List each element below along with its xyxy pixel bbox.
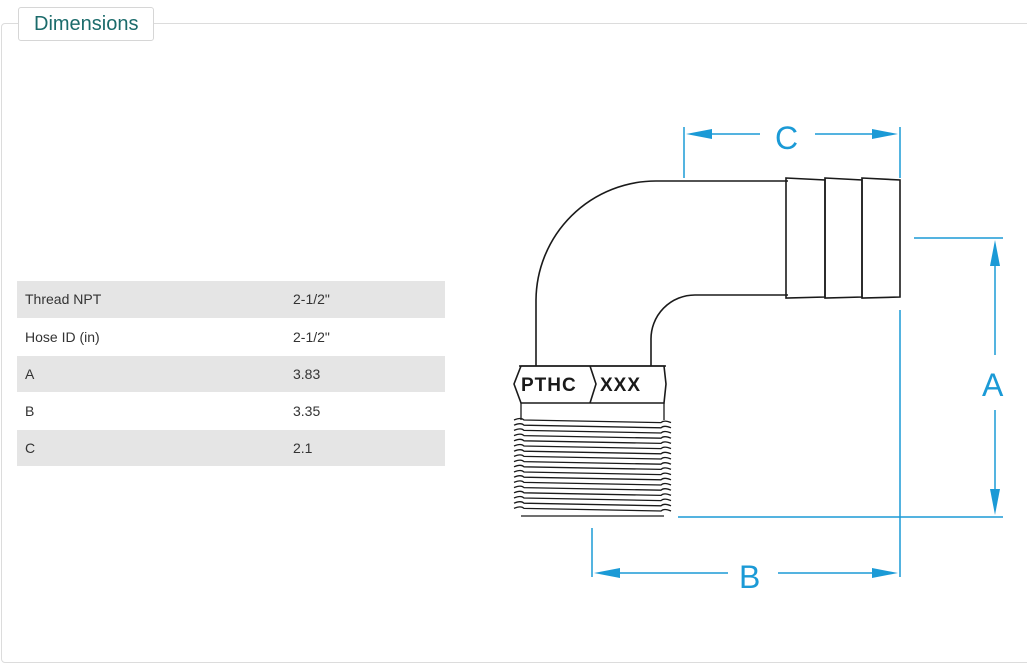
dimension-a: [678, 237, 1003, 518]
thread-ridge: [513, 449, 672, 455]
thread-ridge: [513, 443, 672, 450]
spec-value: 2-1/2": [293, 318, 445, 356]
table-row: A 3.83: [17, 355, 445, 393]
dimension-c-label: C: [775, 120, 798, 156]
thread-ridge: [513, 433, 672, 439]
thread-ridge: [513, 428, 672, 434]
dimensions-panel: Dimensions Thread NPT 2-1/2" Hose ID (in…: [1, 7, 1027, 663]
table-row: Hose ID (in) 2-1/2": [17, 318, 445, 356]
table-row: B 3.35: [17, 392, 445, 430]
spec-label: Hose ID (in): [17, 318, 293, 356]
spec-label: C: [17, 429, 293, 467]
thread-ridge: [513, 454, 672, 460]
thread-ridge: [513, 495, 672, 502]
thread-ridge: [513, 469, 672, 476]
hose-barb: [785, 177, 901, 299]
section-title: Dimensions: [18, 7, 155, 41]
brand-text: PTHC: [521, 375, 577, 396]
spec-value: 3.35: [293, 392, 445, 430]
thread-ridge: [513, 417, 672, 424]
dimension-c: [683, 127, 901, 178]
thread-ridge: [513, 501, 672, 507]
dimension-b: [591, 310, 901, 578]
spec-label: A: [17, 355, 293, 393]
dimensions-table: Thread NPT 2-1/2" Hose ID (in) 2-1/2" A …: [17, 281, 445, 467]
thread-ridge: [513, 490, 672, 497]
spec-value: 2-1/2": [293, 281, 445, 319]
elbow-fitting-diagram: PTHC XXX C A: [513, 120, 1004, 595]
thread-ridge: [513, 506, 672, 512]
thread-ridge: [513, 464, 672, 471]
elbow-body: [535, 180, 788, 366]
thread-ridge: [513, 485, 672, 491]
spec-label: B: [17, 392, 293, 430]
thread-ridge: [513, 438, 672, 445]
dimension-a-label: A: [982, 367, 1004, 403]
spec-value: 3.83: [293, 355, 445, 393]
thread-ridge: [513, 423, 672, 429]
thread-ridge: [513, 459, 672, 465]
threaded-section: [513, 403, 672, 517]
table-row: C 2.1: [17, 429, 445, 467]
model-text: XXX: [600, 375, 641, 396]
thread-ridge: [513, 480, 672, 486]
thread-ridge: [513, 475, 672, 481]
spec-value: 2.1: [293, 429, 445, 467]
spec-label: Thread NPT: [17, 281, 293, 319]
table-row: Thread NPT 2-1/2": [17, 281, 445, 319]
dimension-b-label: B: [739, 559, 760, 595]
